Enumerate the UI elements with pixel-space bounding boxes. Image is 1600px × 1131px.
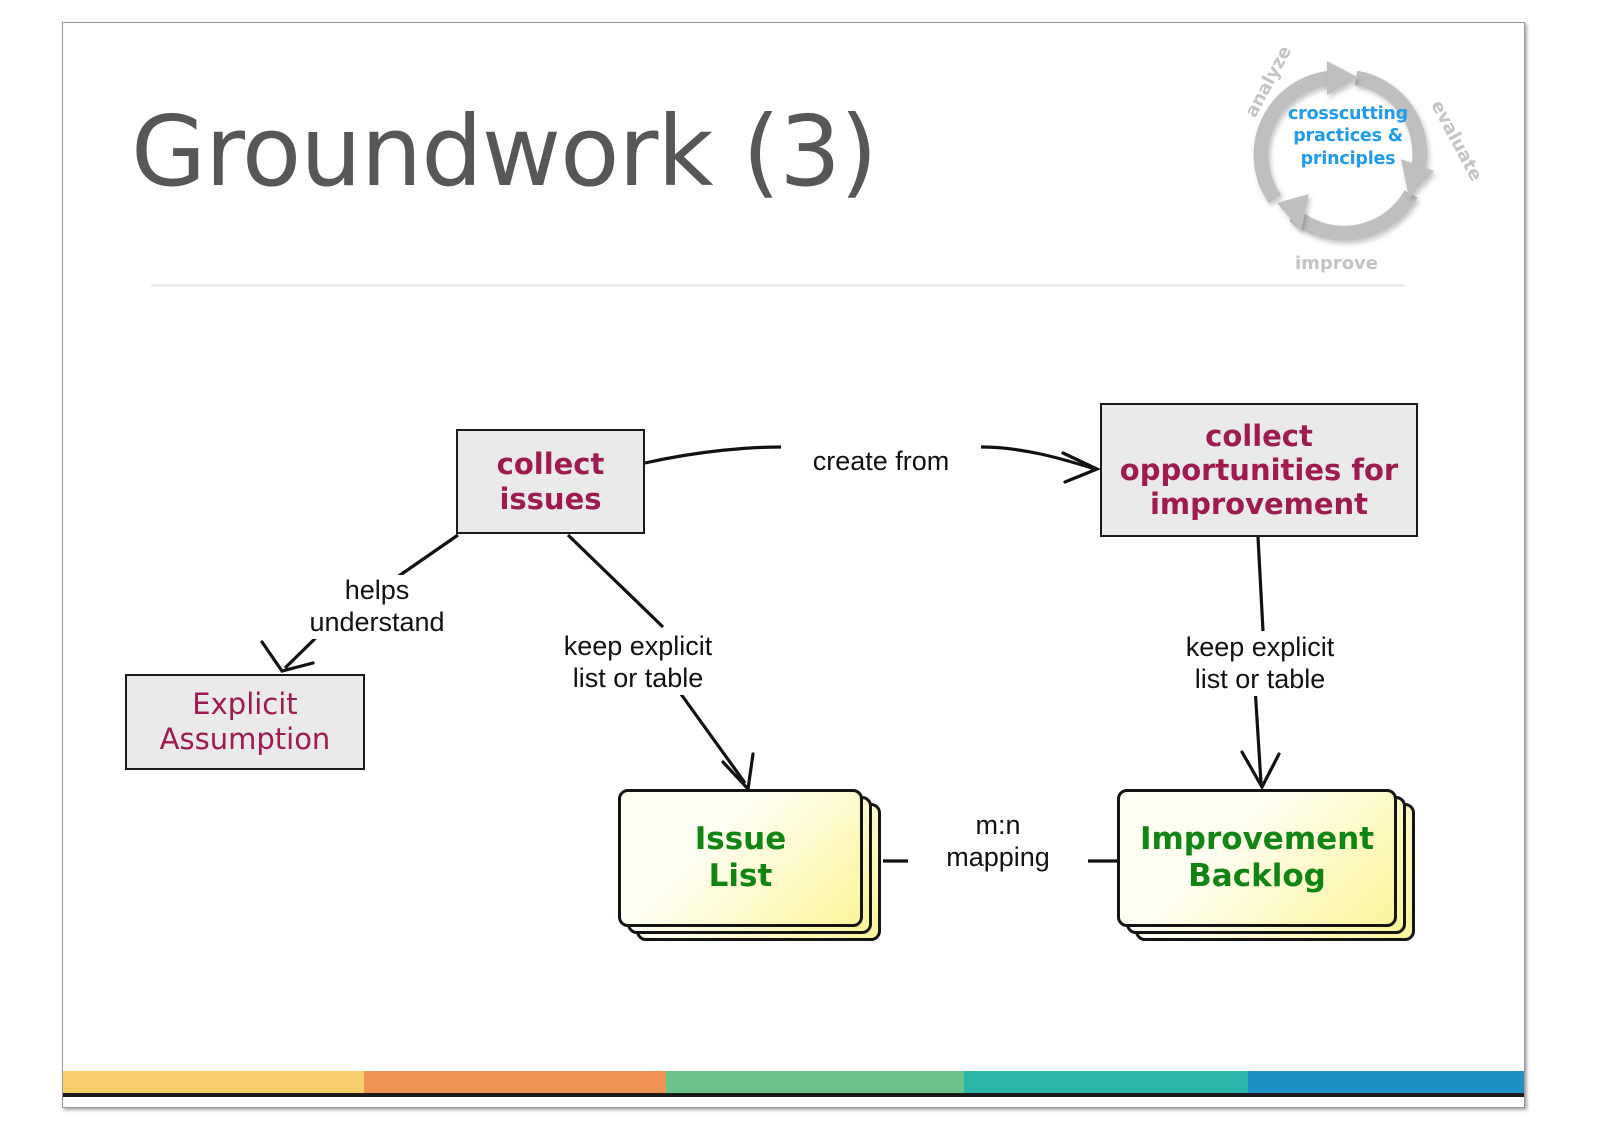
connector-create-from-left <box>644 445 782 465</box>
connector-keep-right-top <box>1256 536 1265 632</box>
logo-label-improve: improve <box>1295 253 1378 274</box>
arrowhead-create-from <box>1061 451 1101 484</box>
artifact-sheet-front: Issue List <box>618 789 863 927</box>
arrowhead-issue-list <box>721 752 755 793</box>
color-bar-segment-2 <box>364 1071 666 1093</box>
edge-label-create-from: create from <box>781 446 981 478</box>
connector-create-from-right <box>980 445 1096 471</box>
logo-center-text: crosscutting practices & principles <box>1287 104 1408 169</box>
page-title: Groundwork (3) <box>131 95 878 208</box>
color-bar-segment-5 <box>1248 1071 1524 1093</box>
arrowhead-helps-understand <box>260 640 315 673</box>
color-bar-segment-4 <box>964 1071 1249 1093</box>
footer-baseline <box>63 1093 1524 1097</box>
edge-label-keep-explicit-right: keep explicit list or table <box>1155 632 1365 696</box>
artifact-stack-issue-list[interactable]: Issue List <box>618 789 883 941</box>
process-box-collect-opportunities-for-improvement[interactable]: collect opportunities for improvement <box>1100 403 1418 537</box>
color-bar-segment-3 <box>665 1071 965 1093</box>
edge-label-mn-mapping: m:n mapping <box>908 810 1088 874</box>
connector-keep-left-bottom <box>671 682 747 784</box>
edge-label-helps-understand: helps understand <box>282 575 472 639</box>
edge-label-keep-explicit-left: keep explicit list or table <box>533 631 743 695</box>
crosscutting-cycle-logo: crosscutting practices & principles anal… <box>1223 31 1486 276</box>
artifact-stack-improvement-backlog[interactable]: Improvement Backlog <box>1117 789 1417 941</box>
process-box-collect-issues[interactable]: collect issues <box>456 429 645 534</box>
artifact-sheet-front: Improvement Backlog <box>1117 789 1397 927</box>
artifact-label: Improvement Backlog <box>1139 820 1375 894</box>
footer-color-bar <box>63 1071 1524 1093</box>
connector-helps-understand-top <box>392 533 459 582</box>
title-divider <box>151 284 1404 287</box>
diagram-connectors <box>260 445 1281 863</box>
color-bar-segment-1 <box>63 1071 365 1093</box>
artifact-label: Issue List <box>694 820 787 894</box>
groundwork-diagram: collect issues collect opportunities for… <box>63 23 1524 1107</box>
arrowhead-improvement-backlog <box>1240 750 1281 791</box>
connector-keep-left-top <box>566 533 665 629</box>
process-box-label: collect issues <box>496 447 605 516</box>
slide-canvas: Groundwork (3) <box>62 22 1525 1108</box>
connector-keep-right-bottom <box>1253 686 1263 784</box>
process-box-label: collect opportunities for improvement <box>1119 418 1399 522</box>
process-box-label: Explicit Assumption <box>159 686 331 756</box>
process-box-explicit-assumption[interactable]: Explicit Assumption <box>125 674 365 770</box>
